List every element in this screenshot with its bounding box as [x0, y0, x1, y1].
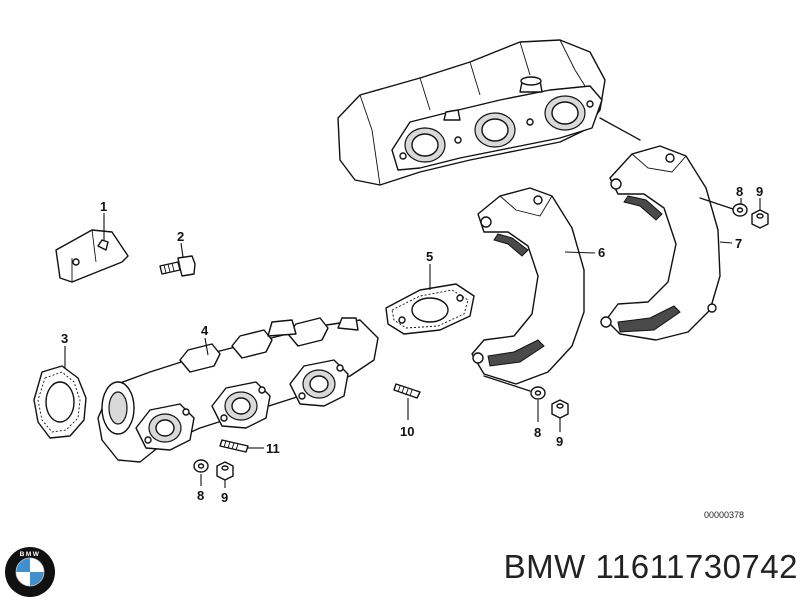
cylinder-head [337, 39, 641, 186]
callout-10: 10 [400, 424, 414, 439]
part-8-washer-middle [483, 375, 546, 422]
part-11-stud [219, 439, 264, 453]
drawing-code: 00000378 [704, 510, 744, 520]
part-8-washer-upper [699, 197, 748, 217]
part-1-bracket [55, 213, 129, 283]
callout-8-middle: 8 [534, 425, 541, 440]
part-2-bolt [159, 242, 196, 277]
callout-4: 4 [201, 323, 209, 338]
part-9-nut-upper [751, 198, 769, 229]
callout-11: 11 [266, 441, 280, 456]
part-7-heat-shield [600, 145, 733, 341]
part-8-washer-lower [193, 459, 209, 486]
part-10-stud [393, 383, 421, 420]
part-9-nut-middle [551, 399, 569, 432]
callout-9-lower: 9 [221, 490, 228, 505]
part-9-nut-lower [216, 461, 234, 488]
callout-7: 7 [735, 236, 742, 251]
callout-5: 5 [426, 249, 433, 264]
part-4-exhaust-manifold [97, 317, 379, 463]
callout-9-middle: 9 [556, 434, 563, 449]
callout-8-upper: 8 [736, 184, 743, 199]
callout-3: 3 [61, 331, 68, 346]
callout-2: 2 [177, 229, 184, 244]
callout-9-upper: 9 [756, 184, 763, 199]
part-caption: BMW 11611730742 [414, 548, 798, 586]
part-5-gasket [385, 264, 475, 335]
callout-1: 1 [100, 199, 107, 214]
callout-8-lower: 8 [197, 488, 204, 503]
callout-6: 6 [598, 245, 605, 260]
logo-text: BMW [20, 551, 41, 558]
part-3-gasket [33, 346, 87, 439]
part-6-heat-shield [471, 187, 596, 385]
bmw-roundel-icon: BMW [5, 547, 55, 597]
caption-part-number: 11611730742 [595, 548, 798, 585]
caption-brand: BMW [503, 548, 586, 585]
